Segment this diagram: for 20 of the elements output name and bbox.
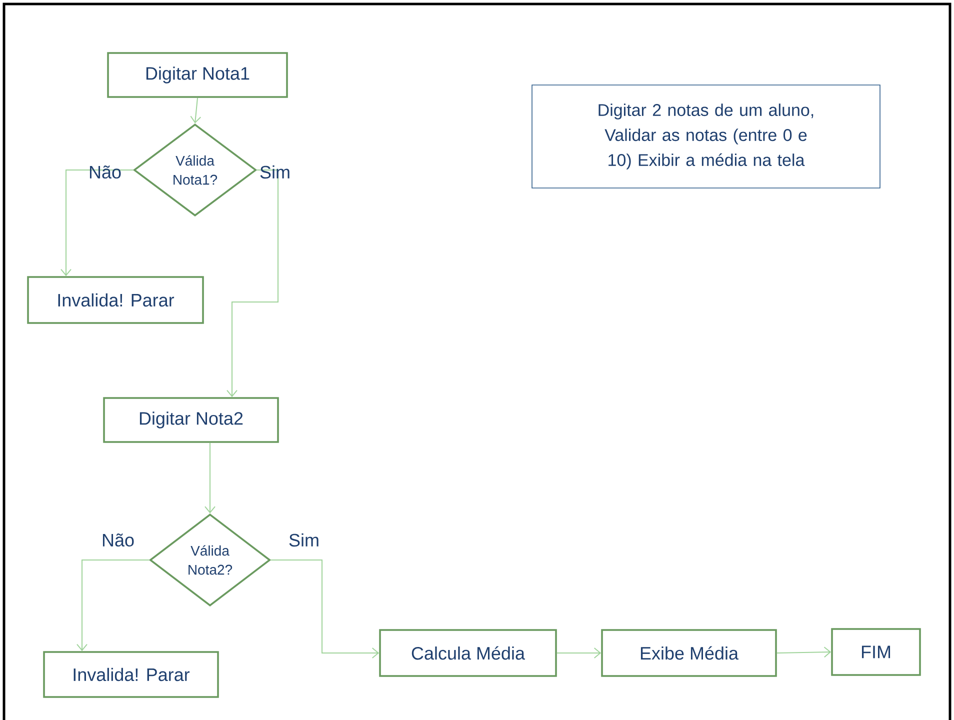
arrow (556, 648, 602, 658)
arrow (204, 442, 216, 514)
arrow (76, 560, 150, 652)
process-box: FIM (831, 628, 921, 676)
process-box: Calcula Média (379, 629, 557, 677)
arrow (776, 646, 832, 658)
process-box: Invalida! Parar (27, 276, 204, 324)
edge-label: Não (90, 165, 121, 179)
arrow (270, 560, 380, 658)
edge-label: Sim (289, 533, 318, 547)
arrow (226, 170, 278, 398)
process-box: Digitar Nota1 (107, 52, 288, 98)
description-box: Digitar 2 notas de um aluno, Validar as notas (entre 0 e 10) Exibir a média na tela (532, 84, 880, 188)
process-box: Digitar Nota2 (103, 397, 279, 443)
arrow (190, 97, 202, 124)
edge-label: Não (102, 533, 134, 547)
process-box: Exibe Média (601, 629, 777, 677)
edge-label: Sim (260, 165, 290, 179)
process-box: Invalida! Parar (43, 651, 219, 698)
arrow (60, 170, 134, 276)
